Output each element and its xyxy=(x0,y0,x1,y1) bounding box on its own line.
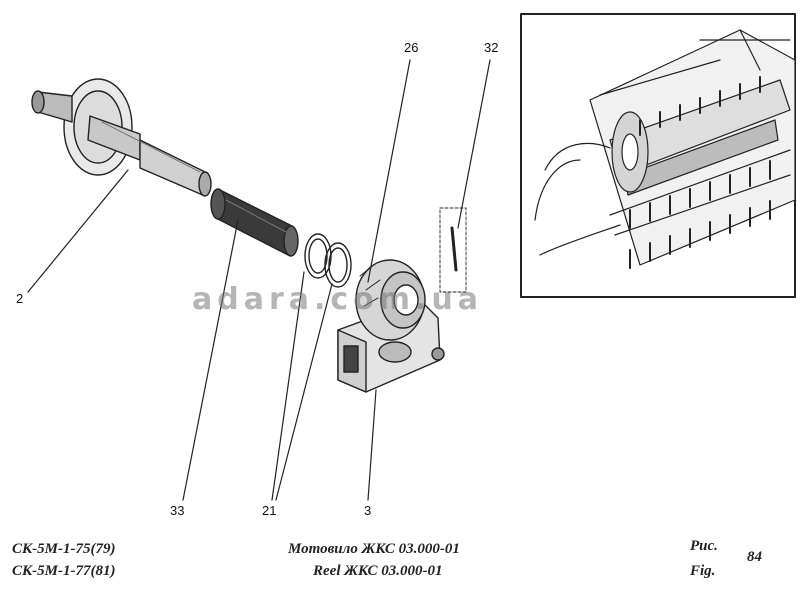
figure-title-en: Reel ЖКС 03.000-01 xyxy=(313,563,443,579)
pin-part-32 xyxy=(439,207,467,293)
model-line-1: СК-5М-1-75(79) xyxy=(12,541,116,557)
callout-33: 33 xyxy=(168,503,187,518)
callout-2: 2 xyxy=(14,291,26,306)
figure-label-ru: Рис. xyxy=(690,538,718,554)
shaft-part-2 xyxy=(31,78,212,197)
callout-21: 21 xyxy=(260,503,279,518)
callout-32-label: 32 xyxy=(482,40,501,55)
inset-reel-assembly xyxy=(534,29,796,269)
callout-21-label: 21 xyxy=(260,503,279,518)
callout-32: 32 xyxy=(482,40,501,55)
callout-3-label: 3 xyxy=(362,503,374,518)
figure-number: 84 xyxy=(747,549,762,565)
callout-3: 3 xyxy=(362,503,374,518)
figure-title-ru: Мотовило ЖКС 03.000-01 xyxy=(288,541,460,557)
callout-2-label: 2 xyxy=(14,291,26,306)
callout-26: 26 xyxy=(402,40,421,55)
rings-part-21 xyxy=(304,233,352,288)
watermark-text: adara.com.ua xyxy=(192,282,484,317)
sleeve-part-33 xyxy=(210,188,299,257)
callout-33-label: 33 xyxy=(168,503,187,518)
callout-26-label: 26 xyxy=(402,40,421,55)
figure-label-en: Fig. xyxy=(690,563,716,579)
leader-lines xyxy=(27,59,491,501)
model-line-2: СК-5М-1-77(81) xyxy=(12,563,116,579)
housing-part-3 xyxy=(337,259,445,393)
